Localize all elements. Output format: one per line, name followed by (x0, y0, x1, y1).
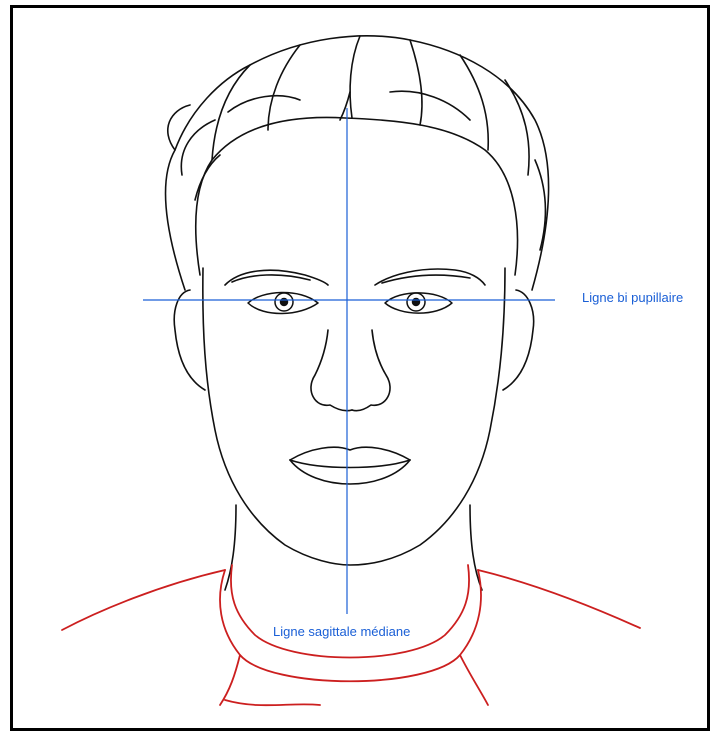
pupillary-line-label: Ligne bi pupillaire (582, 290, 683, 306)
sagittal-line-label: Ligne sagittale médiane (273, 624, 410, 640)
eyebrows (225, 269, 485, 285)
eyes (248, 292, 452, 313)
hair (165, 36, 548, 290)
nose (311, 330, 390, 411)
reference-lines (143, 108, 555, 614)
mouth (290, 447, 410, 484)
face-outline (174, 268, 533, 590)
